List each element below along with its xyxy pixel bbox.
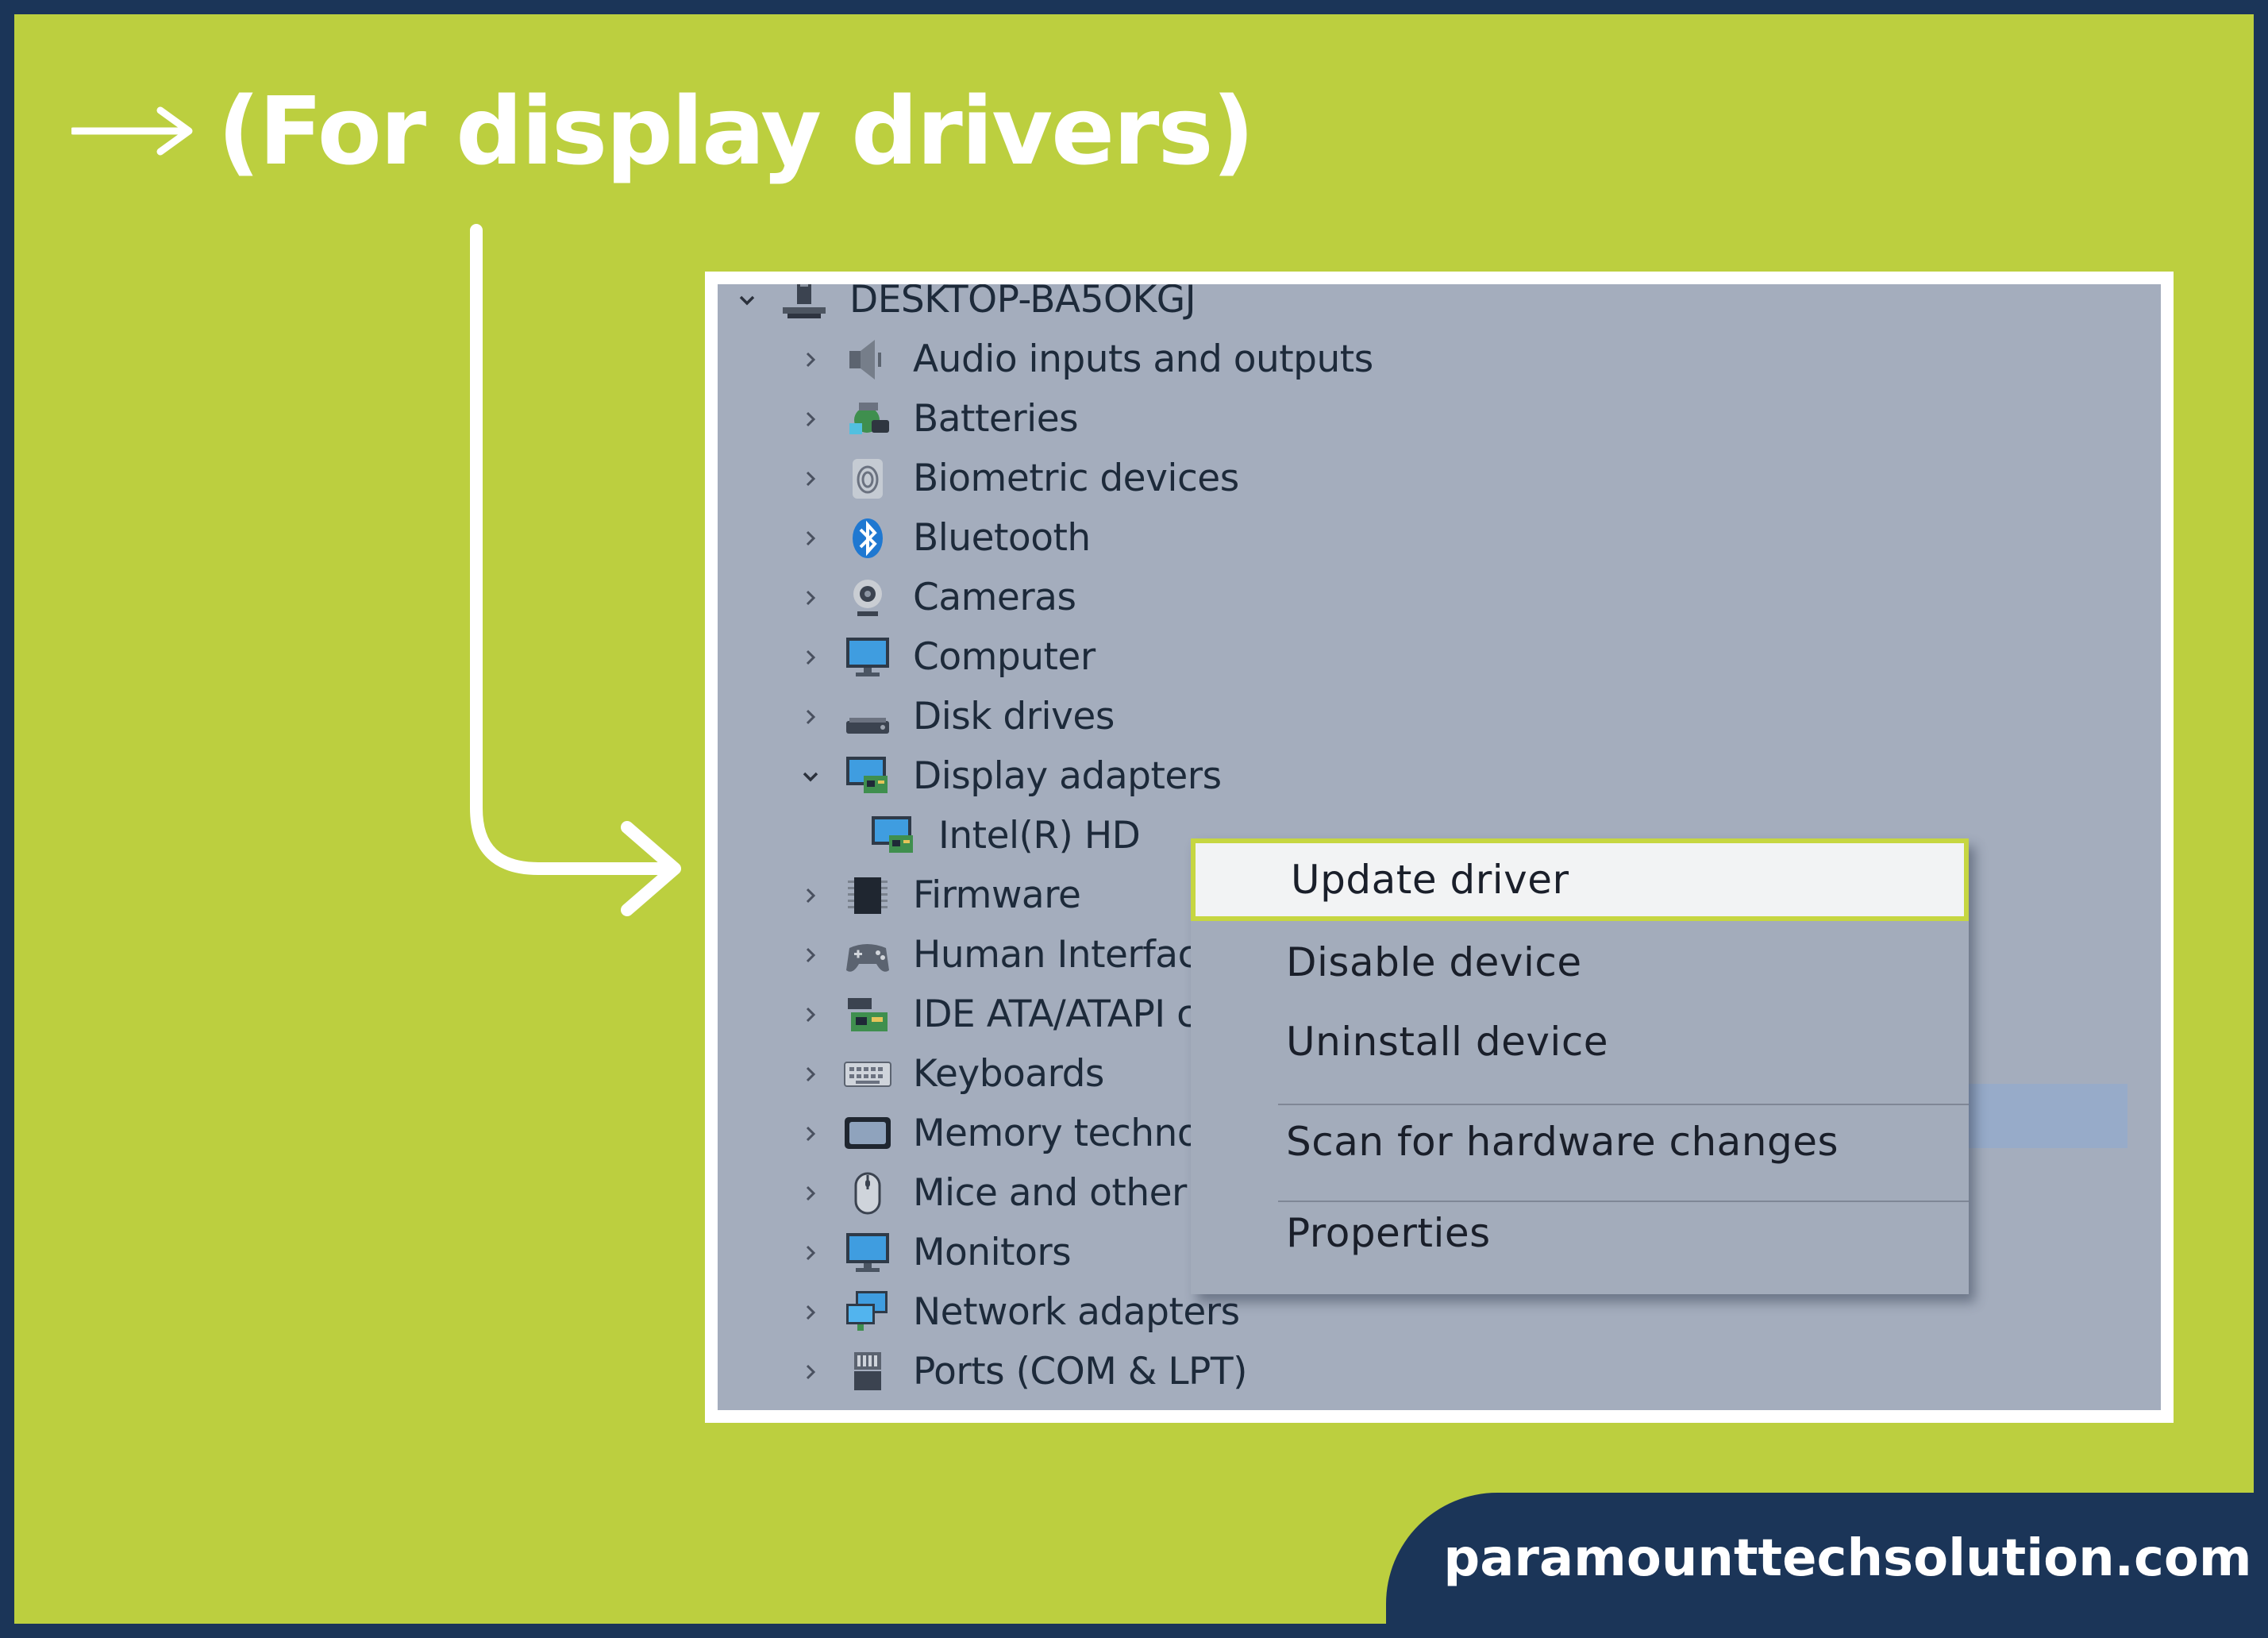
tree-item-display-adapters[interactable]: Display adapters — [799, 746, 1222, 806]
chevron-right-icon[interactable] — [799, 1360, 822, 1384]
tree-item-label: Monitors — [913, 1231, 1072, 1274]
chevron-right-icon[interactable] — [799, 1003, 822, 1027]
gamepad-icon — [841, 931, 894, 980]
tree-root[interactable]: DESKTOP-BA5OKGJ — [735, 284, 1196, 330]
chevron-right-icon[interactable] — [799, 1181, 822, 1205]
tree-item-mice-and-other[interactable]: Mice and other — [799, 1163, 1187, 1223]
chevron-right-icon[interactable] — [799, 1301, 822, 1324]
tree-item-label: Memory techno — [913, 1112, 1200, 1155]
heading-text: (For display drivers) — [218, 76, 1255, 186]
display-adapter-icon — [867, 811, 919, 861]
menu-item-label: Uninstall device — [1286, 1019, 1609, 1065]
tree-item-bluetooth[interactable]: Bluetooth — [799, 508, 1091, 568]
tree-item-label: Network adapters — [913, 1290, 1240, 1334]
speaker-icon — [841, 335, 894, 384]
menu-item-uninstall-device[interactable]: Uninstall device — [1191, 1000, 1969, 1083]
tree-item-memory-techno[interactable]: Memory techno — [799, 1104, 1200, 1163]
tree-item-label: Audio inputs and outputs — [913, 337, 1373, 381]
tree-item-audio-inputs-and-outputs[interactable]: Audio inputs and outputs — [799, 330, 1373, 389]
mouse-icon — [841, 1169, 894, 1218]
tree-item-label: Biometric devices — [913, 457, 1239, 500]
monitor-icon — [841, 1228, 894, 1278]
chevron-right-icon[interactable] — [799, 943, 822, 967]
tree-item-label: Keyboards — [913, 1052, 1104, 1096]
tree-item-keyboards[interactable]: Keyboards — [799, 1044, 1104, 1104]
chevron-right-icon[interactable] — [799, 884, 822, 908]
tree-item-biometric-devices[interactable]: Biometric devices — [799, 449, 1239, 508]
tree-item-label: IDE ATA/ATAPI c — [913, 992, 1197, 1036]
heading: (For display drivers) — [71, 71, 1255, 191]
network-icon — [841, 1288, 894, 1337]
tree-item-network-adapters[interactable]: Network adapters — [799, 1282, 1240, 1342]
tree-item-label: Disk drives — [913, 695, 1115, 738]
battery-icon — [841, 395, 894, 444]
menu-item-disable-device[interactable]: Disable device — [1191, 921, 1969, 1004]
fingerprint-icon — [841, 454, 894, 503]
brand-footer: paramounttechsolution.com — [1386, 1493, 2254, 1624]
memory-icon — [841, 1109, 894, 1158]
tree-child-intel-r-hd[interactable]: Intel(R) HD — [867, 806, 1141, 865]
menu-item-label: Update driver — [1291, 857, 1569, 903]
menu-item-label: Scan for hardware changes — [1286, 1119, 1839, 1165]
tree-item-label: Intel(R) HD — [938, 814, 1141, 858]
tree-item-disk-drives[interactable]: Disk drives — [799, 687, 1115, 746]
disk-drive-icon — [841, 692, 894, 742]
chevron-right-icon[interactable] — [799, 646, 822, 669]
ide-controller-icon — [841, 990, 894, 1039]
chevron-right-icon[interactable] — [799, 705, 822, 729]
chip-icon — [841, 871, 894, 920]
tree-item-ports-com-lpt[interactable]: Ports (COM & LPT) — [799, 1342, 1247, 1401]
keyboard-icon — [841, 1050, 894, 1099]
computer-tower-icon — [778, 284, 830, 325]
tree-item-label: Bluetooth — [913, 516, 1091, 560]
tree-item-computer[interactable]: Computer — [799, 627, 1095, 687]
tree-item-ide-ata-atapi-c[interactable]: IDE ATA/ATAPI c — [799, 985, 1197, 1044]
tree-item-batteries[interactable]: Batteries — [799, 389, 1079, 449]
monitor-icon — [841, 633, 894, 682]
chevron-right-icon[interactable] — [799, 526, 822, 550]
chevron-right-icon[interactable] — [799, 1062, 822, 1086]
brand-url: paramounttechsolution.com — [1443, 1528, 2252, 1588]
tree-item-label: Ports (COM & LPT) — [913, 1350, 1247, 1393]
right-arrow-icon — [71, 106, 193, 156]
tree-item-cameras[interactable]: Cameras — [799, 568, 1076, 627]
chevron-right-icon[interactable] — [799, 407, 822, 431]
tree-item-label: Firmware — [913, 873, 1081, 917]
port-icon — [841, 1347, 894, 1397]
tree-item-label: Mice and other — [913, 1171, 1187, 1215]
chevron-right-icon[interactable] — [799, 1241, 822, 1265]
menu-item-label: Properties — [1286, 1210, 1491, 1256]
tree-item-monitors[interactable]: Monitors — [799, 1223, 1072, 1282]
chevron-down-icon[interactable] — [799, 765, 822, 788]
menu-item-label: Disable device — [1286, 939, 1582, 985]
tree-item-firmware[interactable]: Firmware — [799, 865, 1081, 925]
menu-item-update-driver[interactable]: Update driver — [1191, 838, 1969, 921]
chevron-right-icon[interactable] — [799, 467, 822, 491]
infographic-canvas: (For display drivers) DESKTOP-BA5OKGJ Aud… — [14, 14, 2254, 1624]
curved-arrow-icon — [470, 224, 681, 916]
tree-root-label: DESKTOP-BA5OKGJ — [849, 284, 1196, 322]
tree-item-label: Display adapters — [913, 754, 1222, 798]
chevron-down-icon[interactable] — [735, 288, 759, 312]
menu-item-properties[interactable]: Properties — [1191, 1192, 1969, 1274]
bluetooth-icon — [841, 514, 894, 563]
tree-item-label: Human Interfac — [913, 933, 1198, 977]
menu-separator — [1278, 1201, 1969, 1202]
menu-item-scan-for-hardware-changes[interactable]: Scan for hardware changes — [1191, 1100, 1969, 1183]
chevron-right-icon[interactable] — [799, 1122, 822, 1146]
tree-item-label: Computer — [913, 635, 1095, 679]
display-adapter-icon — [841, 752, 894, 801]
camera-icon — [841, 573, 894, 622]
menu-separator — [1278, 1104, 1969, 1105]
tree-item-label: Cameras — [913, 576, 1076, 619]
chevron-right-icon[interactable] — [799, 586, 822, 610]
tree-item-label: Batteries — [913, 397, 1079, 441]
tree-item-human-interfac[interactable]: Human Interfac — [799, 925, 1198, 985]
chevron-right-icon[interactable] — [799, 348, 822, 372]
